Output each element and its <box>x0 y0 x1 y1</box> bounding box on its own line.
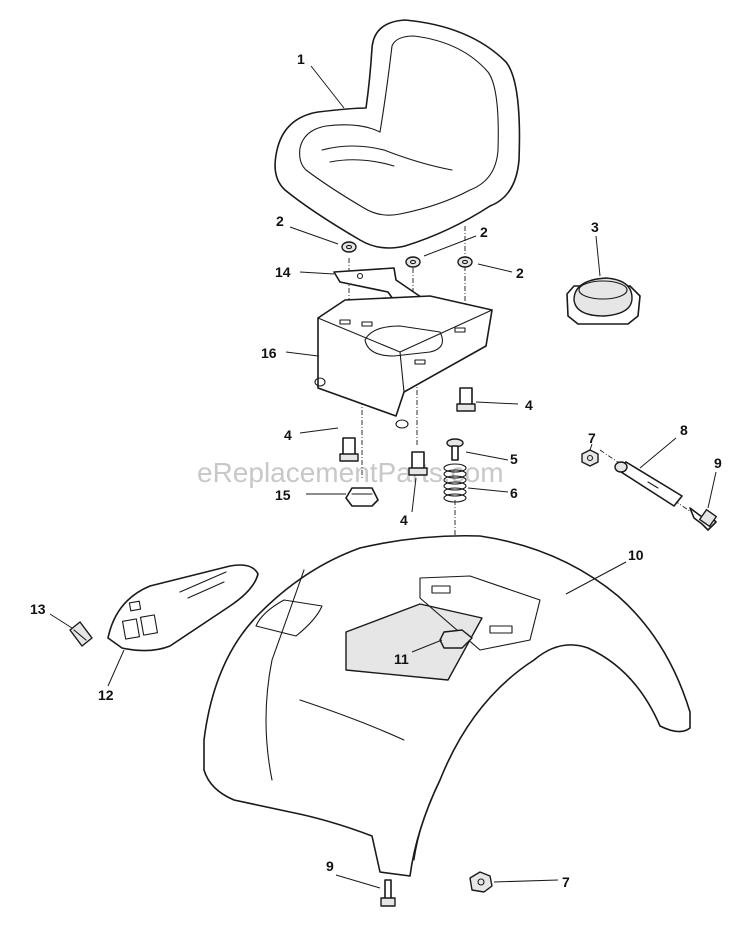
callout-11: 11 <box>394 651 409 667</box>
part-2-washer-right[interactable] <box>457 256 473 268</box>
part-9-bolt-upper[interactable] <box>689 507 718 531</box>
callout-2-right: 2 <box>516 265 524 281</box>
part-4-bolt-left[interactable] <box>339 437 359 462</box>
part-7-nut-upper[interactable] <box>581 449 599 467</box>
watermark-text: eReplacementParts.com <box>197 457 504 488</box>
leader-lines <box>49 65 717 889</box>
callout-4-left: 4 <box>284 427 292 443</box>
callout-1: 1 <box>297 51 305 67</box>
part-11-retainer[interactable] <box>439 629 473 649</box>
part-1-seat[interactable] <box>274 19 521 249</box>
callout-7-upper: 7 <box>588 430 596 446</box>
part-15-clip[interactable] <box>345 487 379 507</box>
callout-2-middle: 2 <box>480 224 488 240</box>
callout-16: 16 <box>261 345 277 361</box>
part-9-bolt-lower[interactable] <box>380 879 396 907</box>
part-6-spring[interactable] <box>443 463 467 503</box>
callout-6: 6 <box>510 485 518 501</box>
callout-9-upper: 9 <box>714 455 722 471</box>
part-10-fender[interactable] <box>203 534 691 877</box>
part-13-grip[interactable] <box>69 621 93 647</box>
callout-10: 10 <box>628 547 644 563</box>
callout-3: 3 <box>591 219 599 235</box>
part-8-pin[interactable] <box>614 461 683 507</box>
callout-2-left: 2 <box>276 213 284 229</box>
callout-4-lower: 4 <box>400 512 408 528</box>
part-2-washer-left[interactable] <box>341 241 357 253</box>
part-16-seat-pan[interactable] <box>314 295 493 429</box>
callout-14: 14 <box>275 264 291 280</box>
part-4-bolt-lower[interactable] <box>408 451 428 476</box>
callout-8: 8 <box>680 422 688 438</box>
callout-12: 12 <box>98 687 114 703</box>
callout-4-right: 4 <box>525 397 533 413</box>
part-2-washer-middle[interactable] <box>405 256 421 268</box>
part-7-nut-lower[interactable] <box>469 871 493 893</box>
part-4-bolt-right[interactable] <box>456 387 476 412</box>
part-5-screw[interactable] <box>446 438 464 461</box>
part-3-seat-switch[interactable] <box>566 277 641 325</box>
callout-13: 13 <box>30 601 46 617</box>
callout-labels: 1 2 2 2 3 14 16 4 4 4 7 8 9 5 6 15 10 13… <box>30 51 722 890</box>
callout-9-lower: 9 <box>326 858 334 874</box>
part-12-side-panel[interactable] <box>107 564 259 652</box>
callout-15: 15 <box>275 487 291 503</box>
callout-5: 5 <box>510 451 518 467</box>
callout-7-lower: 7 <box>562 874 570 890</box>
